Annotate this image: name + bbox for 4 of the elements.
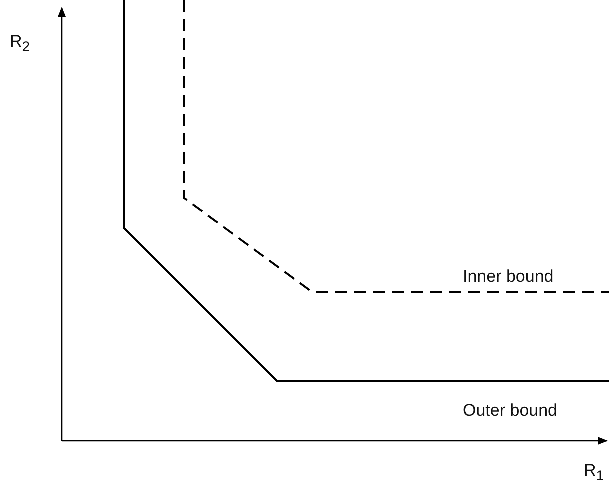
curve-label: Inner bound	[463, 268, 554, 285]
axis-label: R$_{2}$	[10, 33, 30, 55]
axis-label: R$_{1}$	[584, 462, 604, 484]
curve-label: Outer bound	[463, 402, 558, 419]
